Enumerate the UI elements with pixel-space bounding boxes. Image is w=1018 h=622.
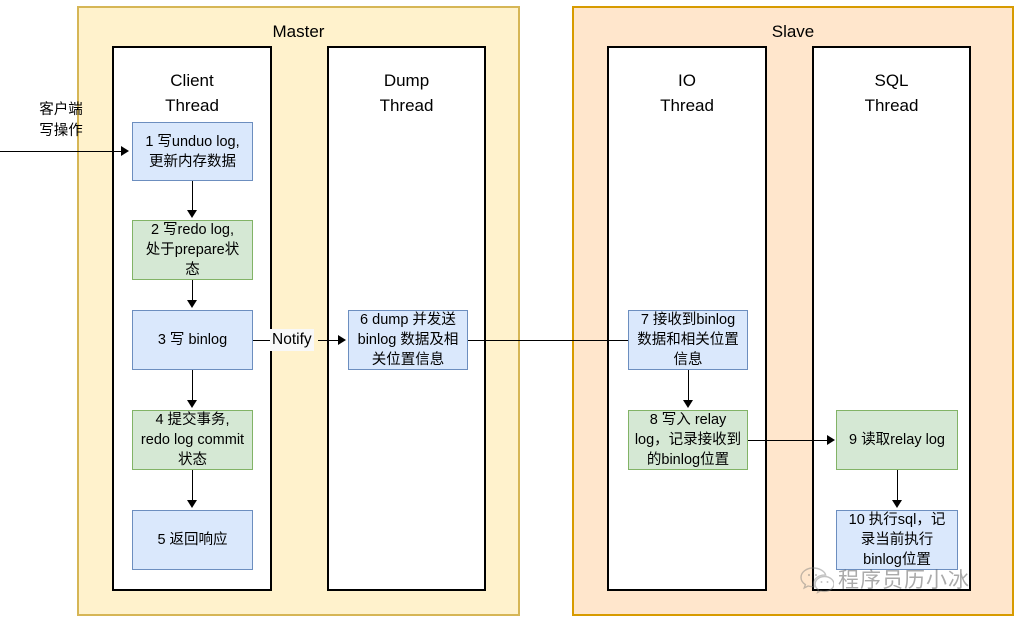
connector-9-to-10-arrowhead xyxy=(892,500,902,508)
node-step-6[interactable]: 6 dump 并发送 binlog 数据及相 关位置信息 xyxy=(348,310,468,370)
connector-2-to-3 xyxy=(192,280,193,301)
node-step-10[interactable]: 10 执行sql，记 录当前执行 binlog位置 xyxy=(836,510,958,570)
slave-title: Slave xyxy=(771,22,815,41)
client-write-label: 客户端 写操作 xyxy=(39,102,83,139)
connector-4-to-5-arrowhead xyxy=(187,500,197,508)
master-title: Master xyxy=(272,22,325,41)
wechat-icon xyxy=(800,567,834,594)
connector-3-to-notify xyxy=(253,340,272,341)
node-step-2[interactable]: 2 写redo log, 处于prepare状 态 xyxy=(132,220,253,280)
connector-8-to-9 xyxy=(748,440,828,441)
node-step-5[interactable]: 5 返回响应 xyxy=(132,510,253,570)
node-step-9[interactable]: 9 读取relay log xyxy=(836,410,958,470)
node-step-1[interactable]: 1 写unduo log, 更新内存数据 xyxy=(132,122,253,181)
lane-sql-thread-label: SQL Thread xyxy=(864,71,919,115)
connector-7-to-8-arrowhead xyxy=(683,400,693,408)
connector-notify-to-6 xyxy=(318,340,339,341)
lane-dump-thread-label: Dump Thread xyxy=(379,71,434,115)
connector-7-to-8 xyxy=(688,370,689,401)
edge-label-notify: Notify xyxy=(270,329,314,351)
connector-1-to-2 xyxy=(192,181,193,212)
connector-9-to-10 xyxy=(897,470,898,501)
connector-3-to-4 xyxy=(192,370,193,401)
client-write-connector xyxy=(0,151,122,152)
connector-3-to-4-arrowhead xyxy=(187,400,197,408)
watermark: 程序员历小冰 xyxy=(800,566,970,594)
lane-sql-thread: SQL Thread xyxy=(812,46,971,591)
connector-1-to-2-arrowhead xyxy=(187,210,197,218)
connector-notify-to-6-arrowhead xyxy=(338,335,346,345)
connector-2-to-3-arrowhead xyxy=(187,300,197,308)
lane-io-thread-label: IO Thread xyxy=(660,71,714,115)
node-step-3[interactable]: 3 写 binlog xyxy=(132,310,253,370)
connector-4-to-5 xyxy=(192,470,193,501)
watermark-text: 程序员历小冰 xyxy=(838,568,970,592)
connector-8-to-9-arrowhead xyxy=(827,435,835,445)
connector-6-to-7 xyxy=(468,340,628,341)
node-step-7[interactable]: 7 接收到binlog 数据和相关位置 信息 xyxy=(628,310,748,370)
node-step-4[interactable]: 4 提交事务, redo log commit 状态 xyxy=(132,410,253,470)
node-step-8[interactable]: 8 写入 relay log，记录接收到 的binlog位置 xyxy=(628,410,748,470)
lane-client-thread-label: Client Thread xyxy=(165,71,219,115)
client-write-arrowhead xyxy=(121,146,129,156)
